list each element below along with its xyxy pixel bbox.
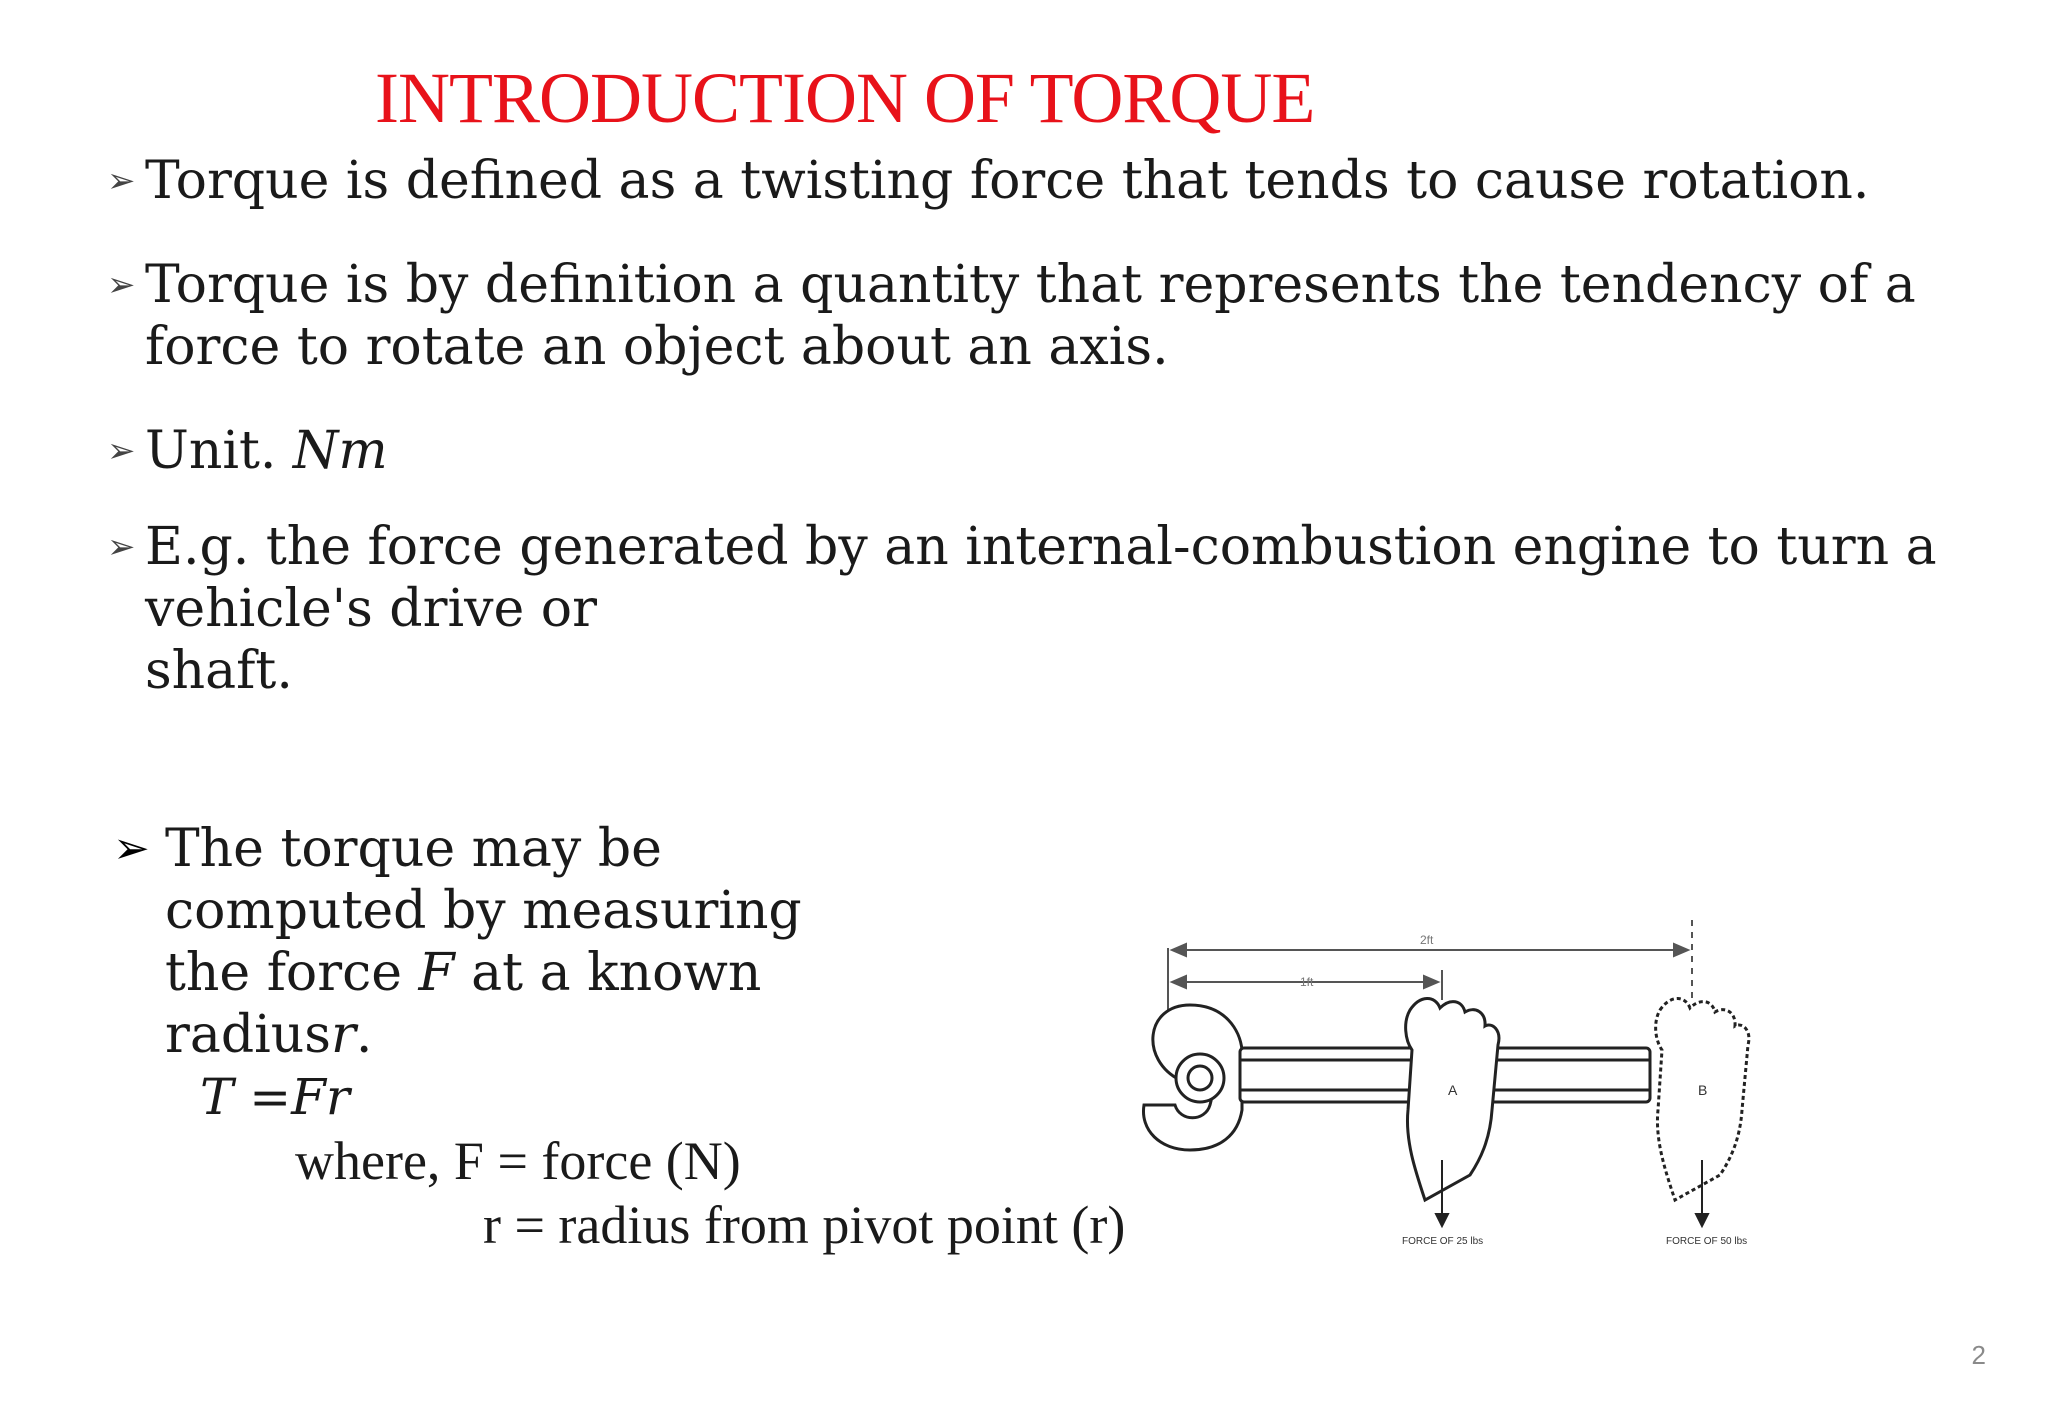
bullet-computation: ➢ The torque may be computed by measurin…	[113, 818, 802, 1066]
dimension-label-2ft: 2ft	[1420, 933, 1434, 947]
force-label-a: FORCE OF 25 lbs	[1402, 1236, 1483, 1247]
bullet-text: the force	[165, 943, 419, 1003]
wrench-diagram: 2ft 1ft A B FORCE OF 25 lbs FORCE OF 50 …	[1142, 920, 1751, 1247]
slide-title: INTRODUCTION OF TORQUE	[375, 58, 1315, 138]
dimension-label-1ft: 1ft	[1300, 975, 1314, 989]
page-number: 2	[1971, 1340, 1986, 1370]
bullet-line: shaft.	[145, 641, 293, 701]
bullet-line: Unit.	[145, 421, 293, 481]
force-label-b: FORCE OF 50 lbs	[1666, 1236, 1747, 1247]
wrench-icon	[1142, 1003, 1652, 1152]
hand-b-label: B	[1698, 1082, 1707, 1098]
bullet-text: at a known	[454, 943, 762, 1003]
bullet-example: ➢ E.g. the force generated by an interna…	[107, 516, 1937, 702]
hand-b-icon	[1654, 997, 1751, 1203]
bullet-line: E.g. the force generated by an internal-…	[145, 517, 1937, 577]
torque-formula: T =Fr	[200, 1068, 350, 1126]
bullet-tendency: ➢ Torque is by definition a quantity tha…	[107, 254, 1916, 378]
dimension-lines	[1167, 920, 1693, 1010]
where-radius: r = radius from pivot point (r)	[483, 1195, 1126, 1255]
arrow-bullet-icon: ➢	[107, 265, 136, 305]
force-arrows	[1434, 1160, 1710, 1229]
where-force: where, F = force (N)	[295, 1131, 741, 1191]
arrow-bullet-icon: ➢	[107, 161, 136, 201]
bullet-definition: ➢ Torque is defined as a twisting force …	[107, 150, 1870, 212]
hand-a-label: A	[1448, 1082, 1458, 1098]
bullet-line: force to rotate an object about an axis.	[145, 317, 1169, 377]
force-variable: F	[418, 943, 455, 1003]
bullet-line: Torque is by definition a quantity that …	[145, 255, 1916, 315]
radius-variable: r	[330, 1005, 356, 1065]
arrow-bullet-icon: ➢	[107, 527, 136, 567]
arrow-bullet-icon: ➢	[107, 431, 136, 471]
bullet-line: Torque is defined as a twisting force th…	[145, 151, 1870, 211]
unit-symbol: Nm	[292, 421, 388, 481]
arrow-bullet-icon: ➢	[113, 823, 150, 874]
bullet-line: vehicle's drive or	[145, 579, 597, 639]
hand-a-icon	[1404, 997, 1501, 1203]
bullet-text: .	[355, 1005, 373, 1065]
bullet-line: The torque may be	[165, 819, 662, 879]
bullet-text: radius	[165, 1005, 331, 1065]
bullet-unit: ➢ Unit. Nm	[107, 420, 388, 482]
bullet-line: computed by measuring	[165, 881, 802, 941]
